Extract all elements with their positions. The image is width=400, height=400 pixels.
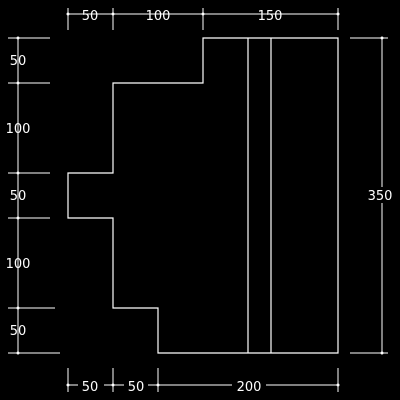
bottom-dimension-chain: 50 50 200 [66,368,340,395]
dim-left-1: 50 [10,54,27,69]
dim-bottom-2: 50 [128,380,145,395]
dim-left-2: 100 [6,122,31,137]
dim-right-total: 350 [368,189,393,204]
part-outline [67,37,339,354]
dim-top-1: 50 [82,9,99,24]
dim-top-2: 100 [146,9,171,24]
dim-bottom-1: 50 [82,380,99,395]
dim-bottom-3: 200 [237,380,262,395]
left-dimension-chain: 50 100 50 100 50 [6,36,60,355]
dim-top-3: 150 [258,9,283,24]
top-dimension-chain: 50 100 150 [66,8,340,30]
dim-left-4: 100 [6,257,31,272]
dim-left-3: 50 [10,189,27,204]
dim-left-5: 50 [10,324,27,339]
right-dimension: 350 [350,36,394,355]
